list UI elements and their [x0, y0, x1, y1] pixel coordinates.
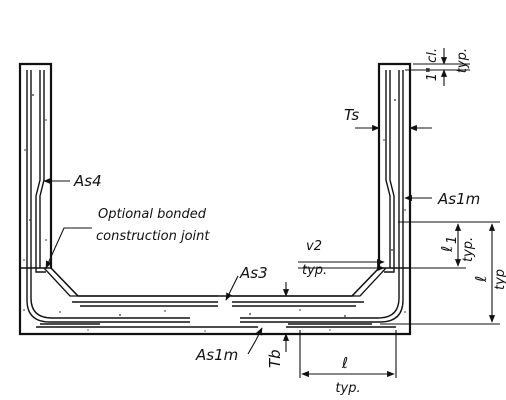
slab-top-haunch — [50, 267, 380, 297]
right-wall-outer-bar-2 — [240, 70, 400, 319]
l1-sub-label: 1 — [445, 236, 460, 244]
left-wall-inner-bar-as4 — [35, 70, 46, 273]
concrete-stipple — [23, 94, 406, 332]
l1-typ-label: typ. — [461, 237, 476, 262]
as4-label: As4 — [73, 172, 102, 190]
as3-label: As3 — [239, 264, 268, 282]
tb-label: Tb — [266, 349, 284, 368]
dimension-lines — [43, 48, 500, 378]
slab-outline — [18, 268, 412, 336]
right-wall-outer-bar — [240, 70, 404, 323]
cover-label: 1" cl. — [425, 48, 440, 81]
ts-label: Ts — [344, 106, 359, 124]
l-bottom-typ-label: typ. — [335, 381, 360, 396]
left-wall-outline — [18, 62, 53, 268]
l1-label: ℓ — [438, 246, 456, 253]
left-wall-inner-bar-as4-2 — [39, 70, 45, 268]
joint-label-line2: construction joint — [96, 229, 210, 244]
haunch-bars — [43, 267, 387, 297]
right-wall-inner-bar-2 — [385, 70, 391, 268]
v2-label: v2 — [306, 239, 322, 254]
labels: 1" cl. typ. Ts As4 As1m Optional bonded … — [73, 48, 506, 396]
right-haunch-bar — [232, 267, 387, 297]
right-wall-outline — [377, 62, 412, 268]
left-wall-outer-bar — [26, 70, 190, 323]
as3-leader — [225, 275, 239, 301]
cover-typ-label: typ. — [455, 48, 470, 73]
l-right-label: ℓ — [472, 276, 490, 283]
concrete-outline — [18, 62, 412, 336]
l-right-typ-label: typ — [493, 269, 506, 290]
as1m-wall-label: As1m — [437, 190, 480, 208]
joint-label-line1: Optional bonded — [98, 207, 207, 222]
v2-typ-label: typ. — [302, 263, 327, 278]
joint-leader — [45, 227, 92, 269]
left-haunch-bar — [43, 267, 218, 297]
l-bottom-label: ℓ — [341, 354, 348, 372]
left-wall-outer-bar-2 — [30, 70, 190, 319]
as1m-bottom-label: As1m — [195, 346, 238, 364]
rebar-group — [26, 70, 404, 328]
as1m-bottom-leader — [247, 327, 263, 355]
right-wall-inner-bar — [384, 70, 395, 273]
